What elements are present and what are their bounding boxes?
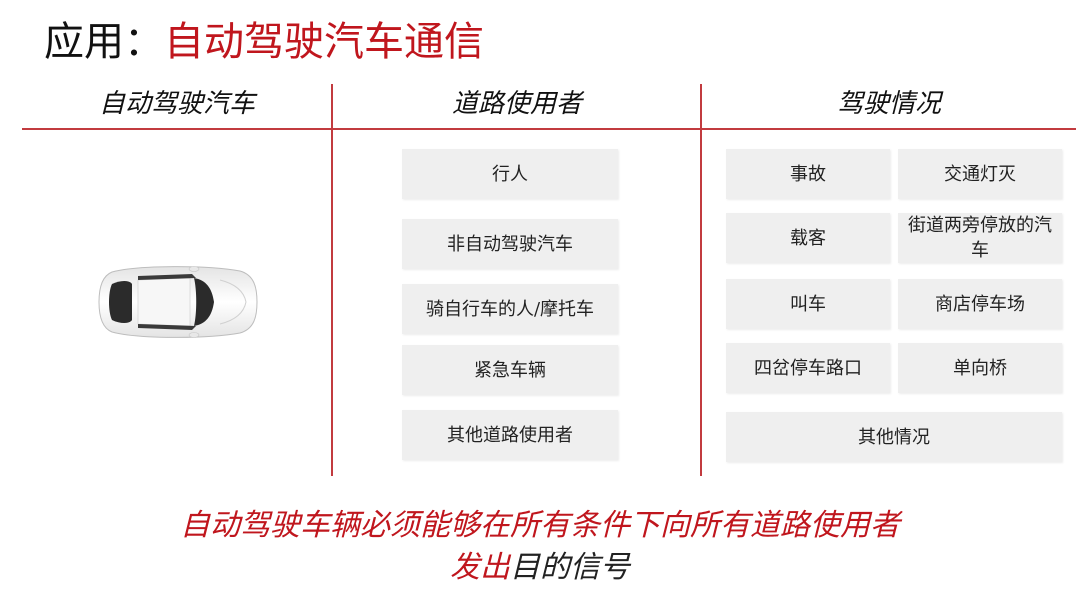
road-user-item: 骑自行车的人/摩托车 xyxy=(402,284,618,334)
situation-item: 其他情况 xyxy=(726,412,1062,462)
column-header-road-users: 道路使用者 xyxy=(451,89,582,119)
situation-item: 四岔停车路口 xyxy=(726,343,890,393)
road-user-item: 非自动驾驶汽车 xyxy=(402,219,618,269)
column-divider-1 xyxy=(331,84,333,476)
conclusion-line-1: 自动驾驶车辆必须能够在所有条件下向所有道路使用者 xyxy=(180,508,900,543)
column-header-situations: 驾驶情况 xyxy=(836,89,941,119)
title-main: 自动驾驶汽车通信 xyxy=(164,19,484,65)
situation-item: 交通灯灭 xyxy=(898,149,1062,199)
conclusion-line-2-red: 发出 xyxy=(450,550,510,585)
road-user-item: 行人 xyxy=(402,149,618,199)
situation-item: 街道两旁停放的汽车 xyxy=(898,213,1062,263)
car-top-view-icon xyxy=(98,266,258,338)
situation-item: 单向桥 xyxy=(898,343,1062,393)
situation-item: 事故 xyxy=(726,149,890,199)
conclusion-line-2-dark: 目的信号 xyxy=(510,550,630,585)
situation-item: 商店停车场 xyxy=(898,279,1062,329)
header-divider xyxy=(22,128,1076,130)
slide-title: 应用：自动驾驶汽车通信 xyxy=(44,14,484,70)
column-header-vehicle: 自动驾驶汽车 xyxy=(98,89,255,119)
road-user-item: 其他道路使用者 xyxy=(402,410,618,460)
situation-item: 叫车 xyxy=(726,279,890,329)
title-prefix: 应用： xyxy=(44,19,164,65)
column-divider-2 xyxy=(700,84,702,476)
road-user-item: 紧急车辆 xyxy=(402,345,618,395)
situation-item: 载客 xyxy=(726,213,890,263)
conclusion-line-2: 发出目的信号 xyxy=(0,548,1080,588)
